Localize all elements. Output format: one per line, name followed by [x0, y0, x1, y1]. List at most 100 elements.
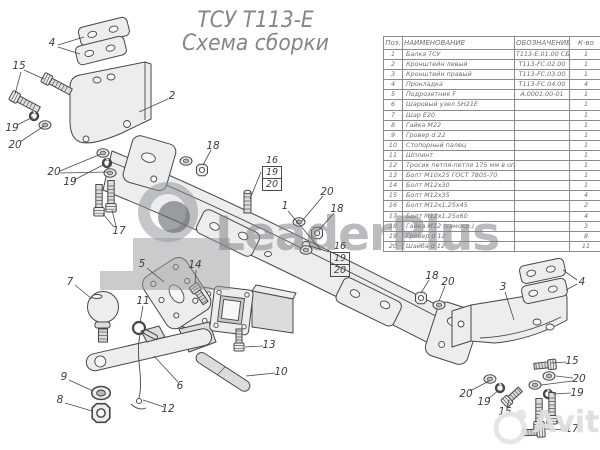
parts-table-cell: 4: [569, 210, 600, 222]
parts-table-cell: 1: [569, 99, 600, 111]
parts-table-cell: [514, 139, 570, 151]
parts-table-cell: 4: [569, 79, 600, 91]
parts-table-cell: Гайка М12 (самокр.): [402, 220, 515, 232]
parts-table-cell: [514, 210, 570, 222]
parts-table-cell: 8: [383, 119, 403, 131]
parts-table-cell: 20: [383, 240, 403, 252]
parts-table-cell: Гайка М22: [402, 119, 515, 131]
parts-table-cell: 18: [383, 220, 403, 232]
parts-table-cell: 1: [569, 149, 600, 162]
lock-pin-part: [131, 320, 159, 340]
parts-table-cell: [514, 109, 570, 121]
parts-table-cell: Болт М10х25 ГОСТ 7805-70: [402, 170, 515, 182]
parts-table-cell: 1: [383, 48, 403, 61]
parts-table-cell: 1: [569, 69, 600, 81]
parts-table-cell: [514, 240, 570, 252]
gasket-plates-left: [74, 16, 130, 66]
safety-cable-part: [130, 334, 147, 410]
parts-table-cell: 5: [383, 89, 403, 101]
parts-table-cell: 11: [569, 240, 600, 252]
parts-table-cell: 12: [383, 160, 403, 172]
parts-table-cell: Т113-FC.02.00: [514, 59, 570, 71]
parts-table-cell: Тросик петля-петля 175 мм в оплетке: [402, 160, 515, 172]
parts-table-cell: Кронштейн правый: [402, 69, 515, 81]
drawing-title: ТСУ Т113-Е Схема сборки: [175, 9, 336, 55]
parts-table-cell: 1: [569, 119, 600, 131]
parts-table-cell: 1: [569, 109, 600, 121]
stud-bolt: [243, 189, 252, 214]
parts-table-cell: [514, 180, 570, 192]
parts-table-cell: 2: [383, 59, 403, 71]
parts-table-cell: 8: [569, 230, 600, 242]
parts-table-cell: 1: [569, 160, 600, 172]
parts-table-cell: 1: [569, 59, 600, 71]
parts-table-cell: Болт М12х1,25х45: [402, 200, 515, 212]
parts-table-cell: 1: [569, 170, 600, 182]
parts-table-cell: Гровер d 22: [402, 129, 515, 141]
bolt-m10-part: [233, 328, 245, 352]
parts-table-cell: Болт М12х1,25х60: [402, 210, 515, 222]
parts-table-cell: 6: [383, 99, 403, 111]
parts-table-cell: 1: [569, 89, 600, 101]
parts-table-cell: 1: [569, 180, 600, 192]
parts-table-cell: [514, 129, 570, 141]
parts-table-cell: [514, 220, 570, 232]
parts-table-header: НАИМЕНОВАНИЕ: [402, 36, 515, 50]
parts-table-cell: 1: [569, 48, 600, 61]
parts-table-cell: Гровер d 12: [402, 230, 515, 242]
parts-table-cell: 11: [383, 149, 403, 162]
parts-table-cell: [514, 119, 570, 131]
parts-table-cell: 15: [383, 190, 403, 202]
washer-d22-part: [90, 385, 112, 401]
parts-table-cell: Кронштейн левый: [402, 59, 515, 71]
parts-table-cell: 10: [383, 139, 403, 151]
parts-table-cell: 17: [383, 210, 403, 222]
parts-table-header: К-во: [569, 36, 600, 50]
parts-table-cell: Шплинт: [402, 149, 515, 162]
parts-table-cell: 16: [383, 200, 403, 212]
parts-table-cell: Т113-Е.01.00 СБ: [514, 48, 570, 61]
parts-table-cell: 13: [383, 170, 403, 182]
parts-table-cell: 3: [383, 69, 403, 81]
title-line-2: Схема сборки: [182, 31, 329, 57]
fasteners-top-left: [8, 71, 74, 130]
parts-table-cell: [514, 230, 570, 242]
parts-table-cell: 3: [569, 220, 600, 232]
parts-table-header: ОБОЗНАЧЕНИЕ: [514, 36, 570, 50]
bracket-left-part: [69, 61, 152, 144]
parts-table-cell: Шайба d 12: [402, 240, 515, 252]
parts-table-cell: [514, 99, 570, 111]
parts-table-cell: 9: [383, 129, 403, 141]
parts-table-cell: [514, 170, 570, 182]
beam-pad-right: [335, 277, 402, 327]
parts-table-cell: Балка ТСУ: [402, 48, 515, 61]
parts-table-cell: 7: [383, 109, 403, 121]
parts-table-cell: 1: [569, 129, 600, 141]
tow-ball-part: [87, 291, 119, 343]
parts-table-cell: [514, 149, 570, 162]
parts-table-cell: 4: [569, 190, 600, 202]
parts-table-cell: 14: [383, 180, 403, 192]
parts-table-cell: [514, 190, 570, 202]
parts-table-cell: Подрозетник F: [402, 89, 515, 101]
parts-table-cell: Прокладка: [402, 79, 515, 91]
parts-table-cell: 1: [569, 139, 600, 151]
